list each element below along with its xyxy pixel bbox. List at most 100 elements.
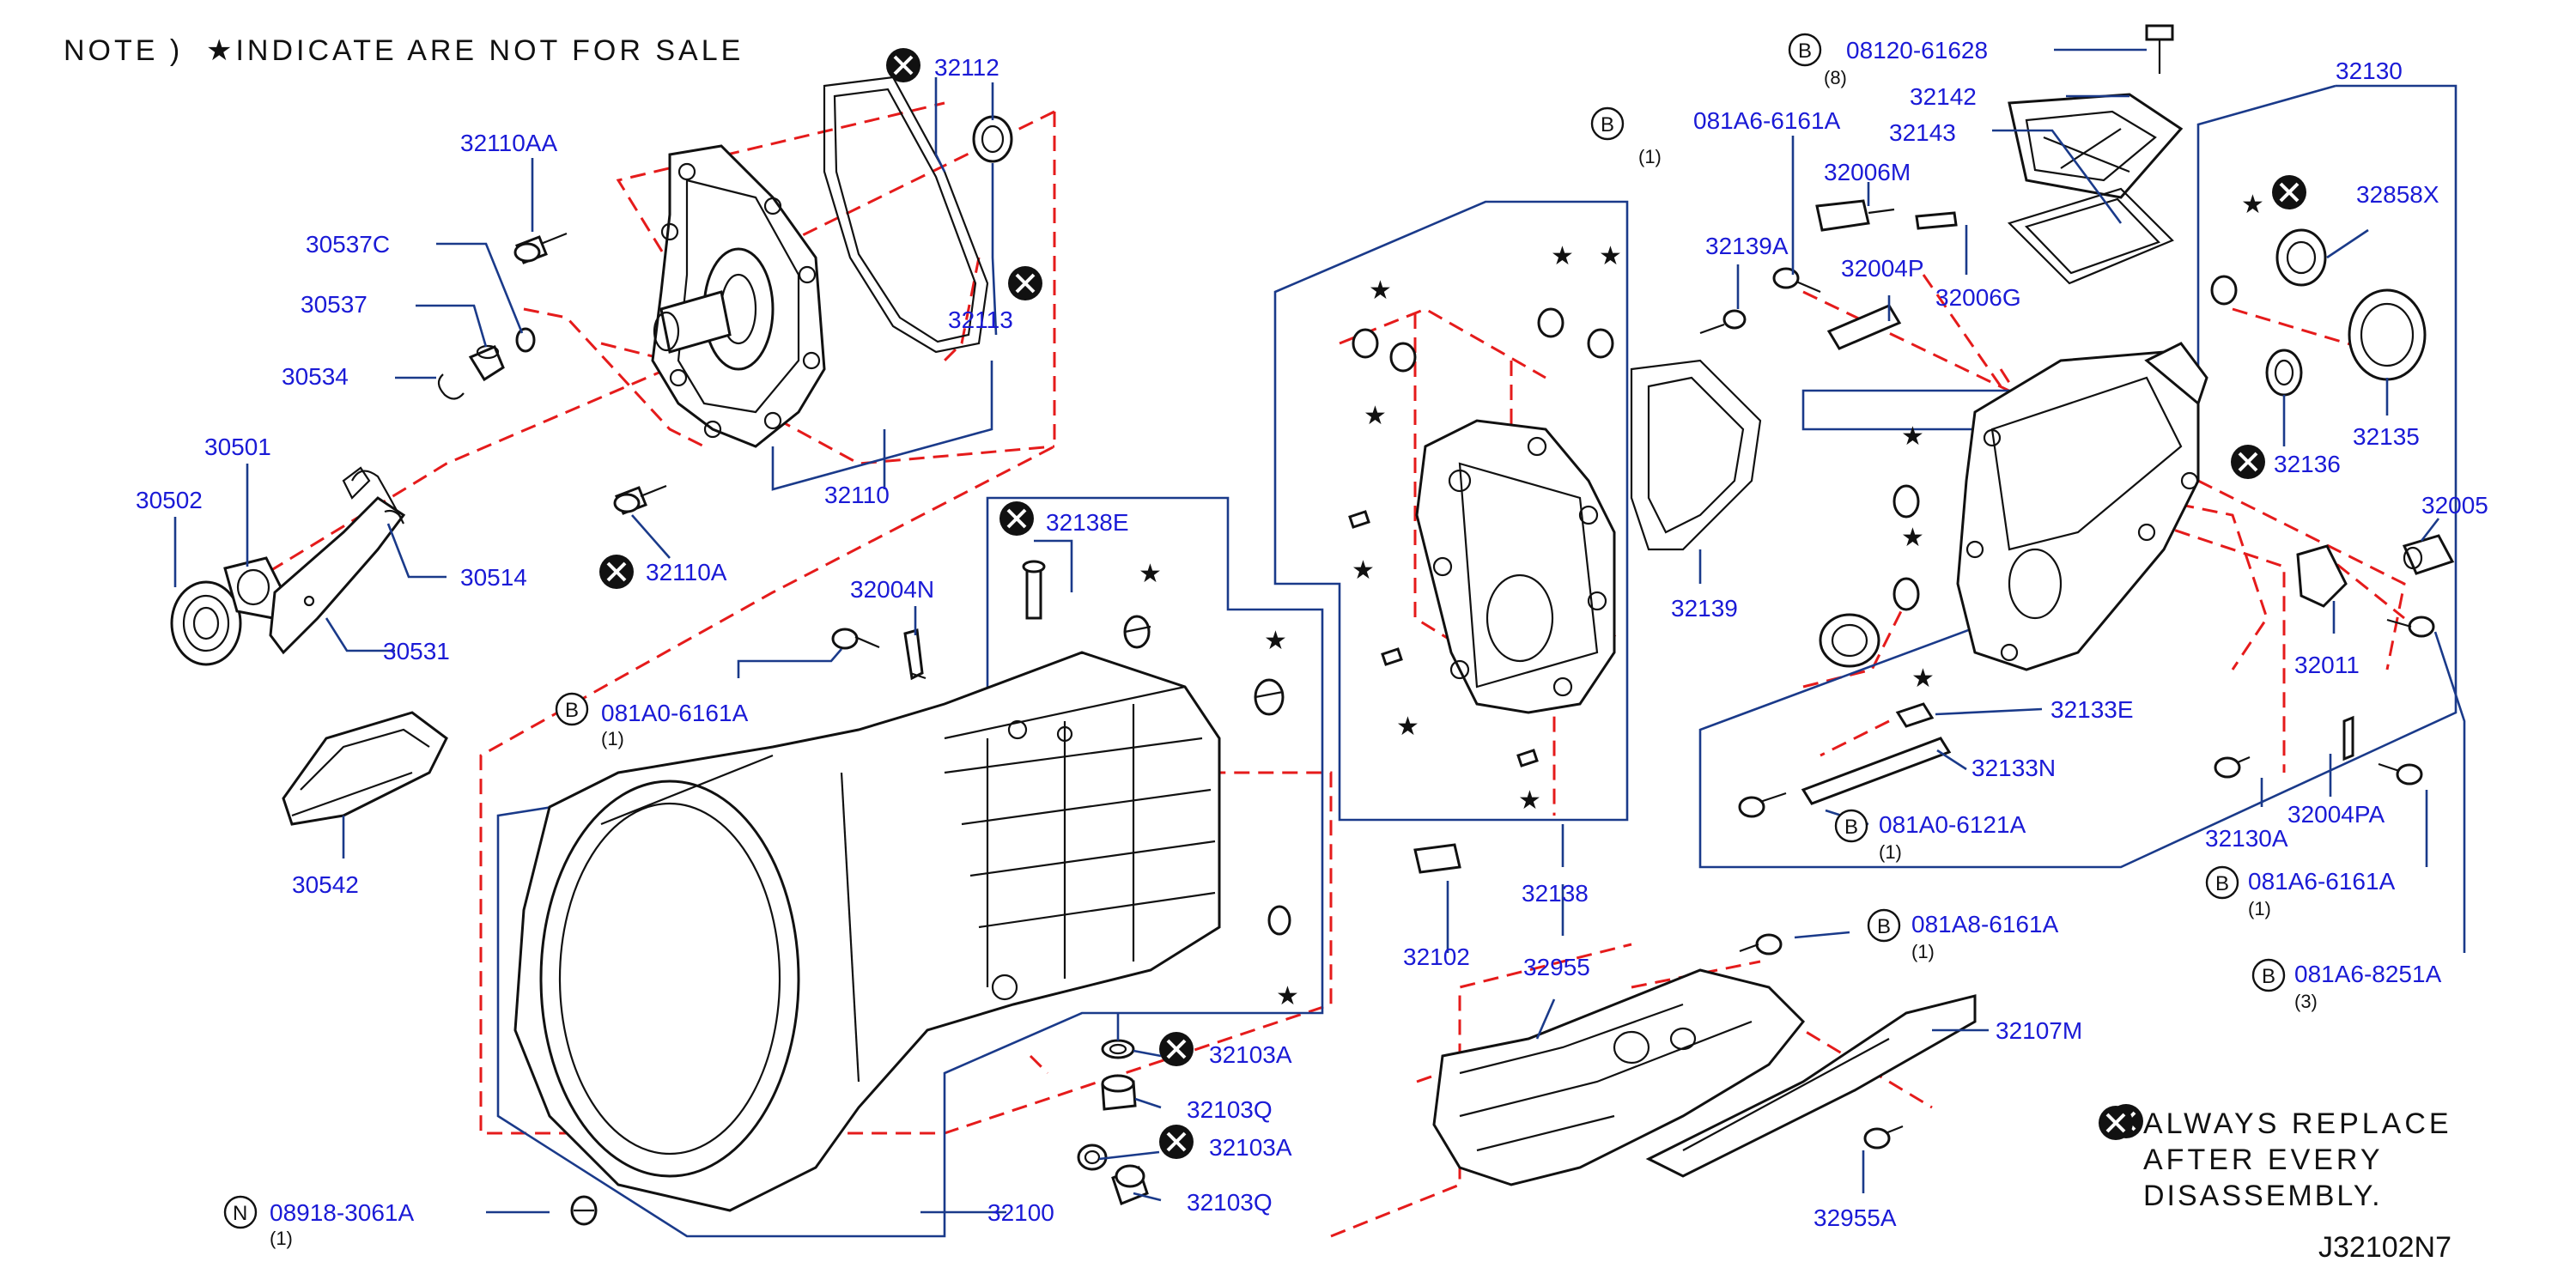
svg-text:★: ★ bbox=[1264, 627, 1287, 655]
replace-icon bbox=[1008, 266, 1042, 300]
label-32103A-2: 32103A bbox=[1209, 1134, 1292, 1161]
label-32135: 32135 bbox=[2353, 423, 2420, 450]
svg-text:★: ★ bbox=[1396, 713, 1419, 741]
gasket-32139 bbox=[1630, 359, 1762, 551]
replace-legend: ALWAYS REPLACE AFTER EVERY DISASSEMBLY. bbox=[2099, 1106, 2449, 1212]
pivot-30537 bbox=[468, 344, 505, 382]
star-markers: ★ ★ ★ ★ ★ ★ ★ ★ ★ ★ ★ ★ ★ ★ bbox=[1139, 191, 2264, 1010]
label-32110: 32110 bbox=[824, 482, 890, 508]
label-32103A-1: 32103A bbox=[1209, 1041, 1292, 1068]
svg-text:B: B bbox=[1601, 113, 1614, 136]
label-081A6-6161A-top: 081A6-6161A bbox=[1693, 107, 1841, 134]
label-32136: 32136 bbox=[2274, 451, 2341, 477]
label-32110AA: 32110AA bbox=[460, 130, 557, 156]
label-32139A: 32139A bbox=[1705, 233, 1789, 259]
label-30537C: 30537C bbox=[306, 231, 390, 258]
release-bearing-group bbox=[170, 327, 536, 666]
label-32110A: 32110A bbox=[646, 559, 727, 585]
svg-text:B: B bbox=[1877, 915, 1891, 938]
gasket-32112 bbox=[823, 76, 989, 354]
label-32006G: 32006G bbox=[1935, 284, 2021, 311]
replace-icon bbox=[886, 48, 920, 82]
label-08918-3061A: 08918-3061A bbox=[270, 1199, 414, 1226]
bracket-32004P bbox=[1826, 304, 1902, 350]
bushing-3 bbox=[1267, 905, 1291, 936]
bolt-32955A bbox=[1863, 1125, 1904, 1150]
label-32006M: 32006M bbox=[1824, 159, 1911, 185]
label-32142: 32142 bbox=[1910, 83, 1977, 110]
leader-lines bbox=[173, 48, 2466, 1214]
label-30531: 30531 bbox=[383, 638, 450, 664]
label-30502: 30502 bbox=[136, 487, 203, 513]
replace-icon bbox=[2272, 175, 2306, 209]
svg-text:★: ★ bbox=[2241, 191, 2264, 219]
qty-081A0-6121A: (1) bbox=[1879, 841, 1902, 863]
label-081A0-6161A: 081A0-6161A bbox=[601, 700, 749, 726]
svg-text:★: ★ bbox=[1551, 242, 1574, 270]
dowel-3 bbox=[1537, 307, 1564, 338]
bushing-32135 bbox=[2348, 288, 2427, 381]
svg-text:★: ★ bbox=[1901, 524, 1924, 552]
bracket-32011 bbox=[2296, 544, 2348, 608]
extension-housing-32130 bbox=[1956, 342, 2208, 671]
plug-32103Q-2 bbox=[1111, 1164, 1149, 1205]
rod-32133E bbox=[1895, 702, 1935, 728]
label-32138: 32138 bbox=[1522, 880, 1589, 907]
label-32103Q-1: 32103Q bbox=[1187, 1096, 1273, 1123]
dowel-1 bbox=[1352, 328, 1379, 359]
replace-legend-icon bbox=[2099, 1106, 2133, 1140]
label-32004P: 32004P bbox=[1841, 255, 1924, 282]
label-081A8-6161A: 081A8-6161A bbox=[1911, 911, 2059, 937]
bolt-32110AA bbox=[513, 232, 568, 264]
dust-boot-30542 bbox=[282, 711, 448, 826]
bushing-small bbox=[2210, 275, 2238, 306]
magnet-32102 bbox=[1413, 843, 1461, 874]
bolt-081A0-6161A bbox=[831, 628, 880, 650]
bracket-32004PA bbox=[2342, 715, 2354, 761]
bolt-08120-61628 bbox=[2145, 24, 2174, 74]
pin-32006G bbox=[1915, 211, 1958, 230]
transmission-housing-32100 bbox=[513, 651, 1221, 1212]
label-32133N: 32133N bbox=[1971, 755, 2056, 781]
label-32102: 32102 bbox=[1403, 943, 1470, 970]
note-prefix: NOTE ) bbox=[64, 34, 183, 67]
pin-32138E bbox=[1022, 560, 1046, 620]
bearing-30502 bbox=[170, 580, 242, 666]
spring-30514 bbox=[351, 470, 404, 525]
label-32005: 32005 bbox=[2421, 492, 2488, 519]
label-32004N: 32004N bbox=[850, 576, 934, 603]
label-30542: 30542 bbox=[292, 871, 359, 898]
front-cover-32110 bbox=[651, 144, 826, 448]
needle-bearing bbox=[1819, 613, 1880, 668]
label-32112: 32112 bbox=[934, 54, 999, 81]
washer-30537C bbox=[515, 327, 536, 353]
diagram-code: J32102N7 bbox=[2318, 1231, 2451, 1264]
note-star-text: ★INDICATE ARE NOT FOR SALE bbox=[206, 34, 744, 67]
badge-b: B bbox=[1788, 33, 1822, 67]
qty-08918-3061A: (1) bbox=[270, 1228, 293, 1249]
badge-b: B bbox=[1834, 809, 1868, 843]
badge-b: B bbox=[1867, 908, 1901, 943]
svg-text:★: ★ bbox=[1364, 402, 1387, 430]
label-30501: 30501 bbox=[204, 434, 271, 460]
svg-text:B: B bbox=[2215, 872, 2229, 895]
label-32100: 32100 bbox=[987, 1199, 1054, 1226]
label-30514: 30514 bbox=[460, 564, 527, 591]
qty-08120-61628: (8) bbox=[1824, 67, 1847, 88]
bolt-081A6-6161A-bot bbox=[2378, 762, 2423, 786]
bolt-081A8-6161A bbox=[1739, 933, 1783, 956]
seal-32136 bbox=[2265, 349, 2303, 397]
svg-text:★: ★ bbox=[1901, 422, 1924, 451]
label-30537: 30537 bbox=[301, 291, 368, 318]
bolt-081A0-6121A bbox=[1738, 792, 1787, 818]
label-32138E: 32138E bbox=[1046, 509, 1129, 536]
bushing-ext-1 bbox=[1893, 484, 1920, 519]
qty-081A6-6161A-top: (1) bbox=[1638, 146, 1662, 167]
label-32130A: 32130A bbox=[2205, 825, 2288, 852]
qty-081A6-8251A: (3) bbox=[2294, 991, 2318, 1012]
washer-32103A-1 bbox=[1101, 1039, 1135, 1059]
svg-text:★: ★ bbox=[1369, 276, 1392, 305]
badge-n: N bbox=[223, 1195, 258, 1229]
part-labels: 32112 32113 32110 32110AA 32110A 30537C … bbox=[136, 37, 2488, 1249]
switch-32005 bbox=[2402, 534, 2455, 575]
